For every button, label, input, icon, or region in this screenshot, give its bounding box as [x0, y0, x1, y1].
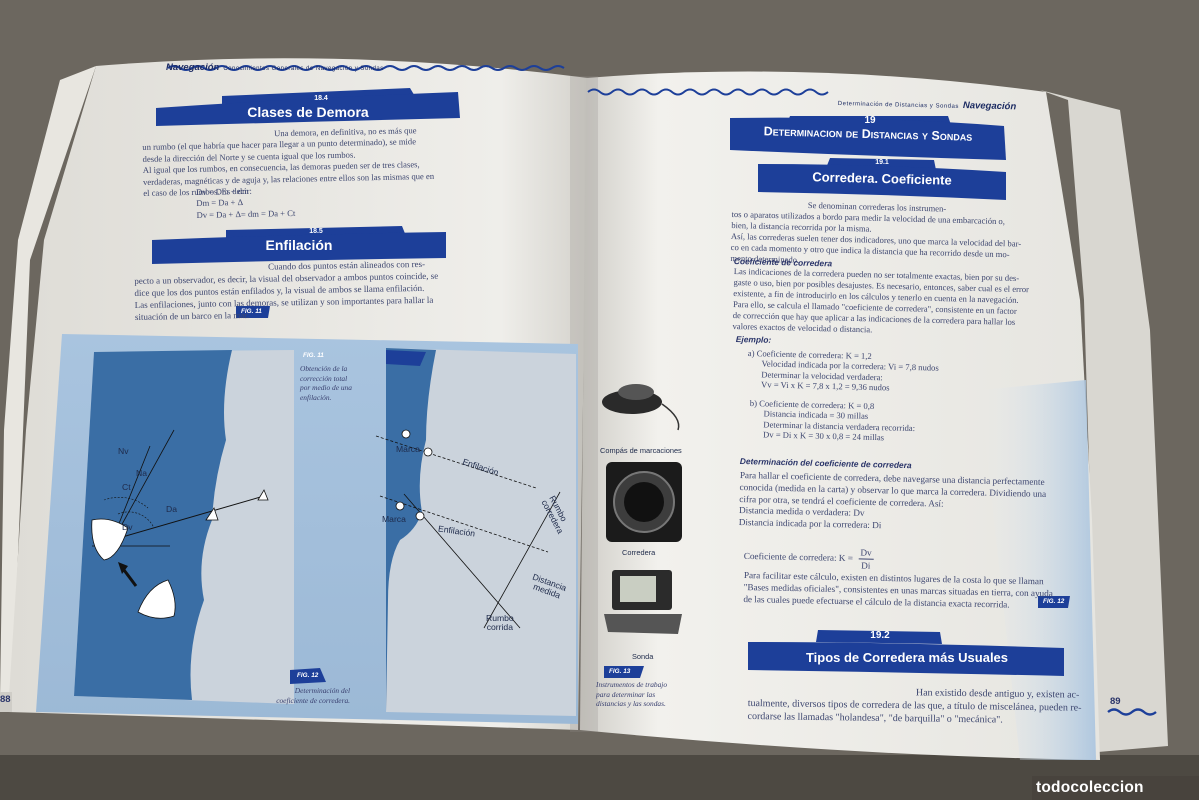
mark-2-icon	[257, 489, 269, 501]
fig13-caption: Instrumentos de trabajo para determinar …	[596, 680, 696, 709]
enfilacion-fig-ref: FIG. 11	[241, 308, 262, 315]
marca-point-4	[415, 511, 425, 521]
left-header-title: Navegación	[166, 62, 220, 73]
right-side-band	[980, 380, 1096, 760]
fig11-caption: Obtención de la corrección total por med…	[300, 364, 380, 403]
fig13-tag-shape	[604, 666, 644, 678]
rumbo-corrida-line-1: Rumbo	[486, 613, 514, 623]
section-18-4-title: Clases de Demora	[247, 104, 369, 120]
fig12-tag: FIG. 12	[297, 672, 319, 679]
watermark-bg	[1032, 776, 1199, 800]
chapter-19-number: 19	[864, 115, 876, 126]
tab-19-2	[816, 630, 942, 644]
ship-1-icon	[91, 518, 129, 561]
coeficiente-paragraph: Las indicaciones de la corredera pueden …	[732, 266, 1066, 340]
fig12-caption-line-2: coeficiente de corredera.	[276, 695, 350, 705]
determinacion-paragraph: Para hallar el coeficiente de corredera,…	[739, 470, 1072, 536]
fig12-ref-shape	[1038, 596, 1070, 608]
fig12-tag-shape	[290, 668, 326, 684]
coef-formula-numerator: Dv	[858, 546, 874, 560]
label-ct: Ct	[122, 482, 131, 492]
fig13-caption-line-2: para determinar las	[596, 689, 656, 699]
fig11-tag: FIG. 11	[303, 352, 324, 359]
right-header-title: Navegación	[962, 100, 1017, 113]
banner-determinacion	[730, 117, 1006, 160]
fig11-tag-shape	[386, 350, 426, 366]
tipos-paragraph: Han existido desde antiguo y, existen ac…	[747, 684, 1088, 728]
fig13-caption-line-3: distancias y las sondas.	[596, 699, 666, 709]
page-number-88: 88	[0, 694, 11, 705]
rumbo-corrida-line-2: corrida	[486, 622, 513, 633]
right-page-edges	[1040, 90, 1168, 752]
coef-formula-prefix: Coeficiente de corredera: K =	[743, 550, 854, 564]
banner-corredera	[758, 164, 1006, 200]
watermark-text: todocoleccion	[1036, 779, 1144, 796]
tab-18-4	[222, 88, 416, 104]
example-a: a) Coeficiente de corredera: K = 1,2 Vel…	[747, 348, 998, 396]
enfilacion-paragraph: Cuando dos puntos están alineados con re…	[134, 258, 461, 324]
label-rumbo-corrida: Rumbo corrida	[486, 613, 514, 633]
banner-clases-demora	[156, 92, 460, 126]
right-page	[580, 71, 1100, 760]
diagram-correction-enfilacion	[74, 350, 326, 704]
fig11-caption-line-4: enfilación.	[300, 392, 332, 402]
right-wave-decoration	[587, 88, 829, 96]
enfilacion-line-1	[375, 435, 537, 489]
arrow-icon	[122, 569, 138, 587]
rumbo-corredera-line	[483, 491, 561, 629]
fig12-caption: Determinación del coeficiente de correde…	[238, 686, 350, 705]
ship-2-icon	[137, 579, 176, 619]
bases-fig-ref: FIG. 12	[1043, 598, 1065, 605]
label-sonda: Sonda	[632, 652, 654, 661]
section-18-5-number: 18.5	[309, 228, 323, 235]
section-19-2-number: 19.2	[870, 630, 890, 641]
bases-paragraph: Para facilitar este cálculo, existen en …	[743, 570, 1078, 612]
label-dv: Dv	[122, 522, 133, 532]
marca-point-3	[395, 501, 405, 511]
banner-tipos-corredera	[748, 642, 1064, 676]
table-edge	[0, 755, 1199, 800]
marca-point-1	[401, 429, 411, 439]
fig11-caption-line-3: por medio de una	[300, 383, 352, 393]
fig13-caption-line-1: Instrumentos de trabajo	[596, 680, 668, 689]
coef-formula: Coeficiente de corredera: K = Dv Di	[743, 544, 874, 572]
label-na: Na	[136, 468, 147, 478]
left-header-subtitle: Conocimientos Generales de Navegación y …	[223, 66, 384, 72]
label-marca-1: Marca	[396, 444, 420, 454]
section-19-2-title: Tipos de Corredera más Usuales	[805, 650, 1009, 665]
diagram-coeficiente-corredera	[375, 348, 576, 716]
fig11-caption-line-2: corrección total	[300, 373, 348, 383]
fig13-tag: FIG. 13	[609, 668, 631, 675]
fig12-caption-line-1: Determinación del	[294, 686, 350, 695]
section-18-5-title: Enfilación	[265, 237, 333, 253]
fig11-ref-shape	[236, 306, 270, 318]
left-page-edges	[0, 66, 96, 702]
label-corredera: Corredera	[622, 548, 656, 557]
fig11-caption-line-1: Obtención de la	[300, 364, 348, 373]
banner-enfilacion	[152, 232, 446, 264]
section-18-4-number: 18.4	[314, 95, 328, 102]
mark-1-icon	[205, 507, 219, 521]
section-19-1-number: 19.1	[875, 159, 889, 166]
corner-wave-decoration	[1107, 708, 1157, 716]
marca-point-2	[423, 447, 433, 457]
demora-formulas: Dv = Dm + dm Dm = Da + Δ Dv = Da + Δ= dm…	[196, 184, 357, 222]
subheading-ejemplo: Ejemplo:	[735, 334, 772, 345]
label-marca-2: Marca	[382, 514, 406, 524]
page-number-89: 89	[1110, 696, 1121, 707]
coef-formula-denominator: Di	[861, 560, 871, 571]
instrument-photos	[602, 384, 682, 678]
label-compas: Compás de marcaciones	[600, 446, 682, 455]
left-wave-decoration	[167, 65, 565, 71]
label-da: Da	[166, 504, 177, 514]
enfilacion-line	[111, 495, 265, 541]
page-number-88-box	[0, 692, 12, 712]
label-nv: Nv	[118, 446, 129, 456]
enfilacion-line-2	[379, 495, 549, 553]
example-b: b) Coeficiente de corredera: K = 0,8 Dis…	[749, 398, 1010, 446]
